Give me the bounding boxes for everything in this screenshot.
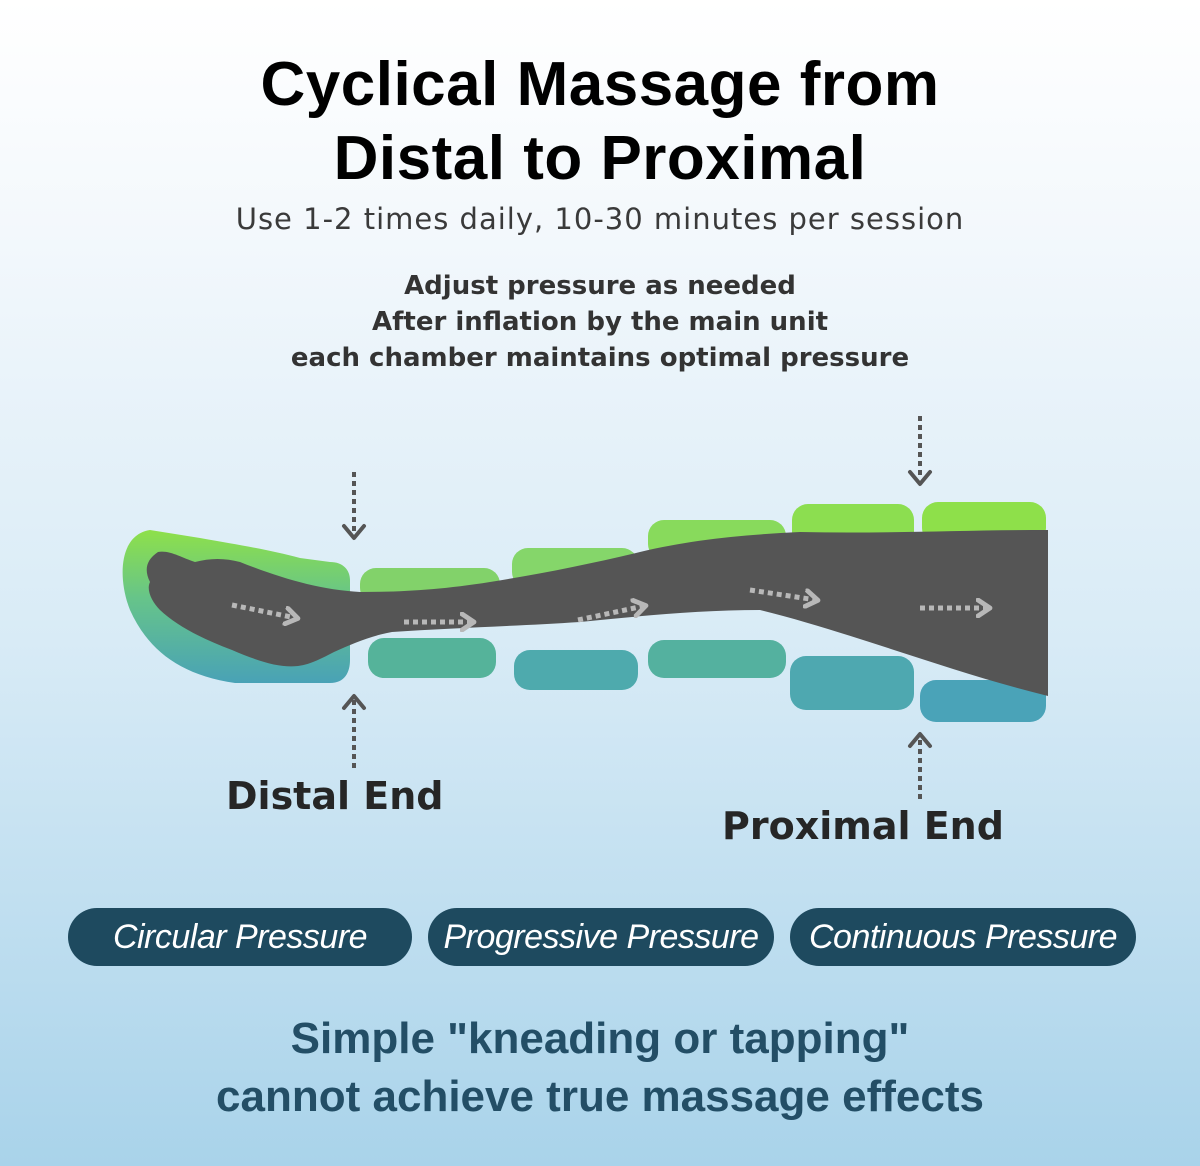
- chamber-bottom-4: [790, 656, 914, 710]
- usage-subtitle: Use 1-2 times daily, 10-30 minutes per s…: [235, 202, 965, 236]
- proximal-end-label: Proximal End: [722, 804, 1004, 848]
- proximal-press-up-arrow: [908, 732, 932, 800]
- press-arrows: [342, 416, 932, 800]
- note-line-2: After inflation by the main unit: [371, 307, 829, 337]
- pressure-type-progressive: Progressive Pressure: [428, 908, 774, 966]
- pressure-type-circular: Circular Pressure: [68, 908, 412, 966]
- page-title: Cyclical Massage from Distal to Proximal: [0, 48, 1200, 196]
- leg-compression-diagram: [122, 416, 1048, 800]
- bottom-line-1: Simple "kneading or tapping": [290, 1014, 910, 1063]
- chamber-bottom-1: [368, 638, 496, 678]
- distal-press-down-arrow: [342, 472, 366, 540]
- distal-press-up-arrow: [342, 694, 366, 768]
- note-line-1: Adjust pressure as needed: [404, 271, 796, 301]
- title-line-1: Cyclical Massage from: [260, 50, 940, 119]
- pressure-type-continuous: Continuous Pressure: [790, 908, 1136, 966]
- leg-silhouette: [146, 530, 1048, 696]
- chamber-bottom-5: [920, 680, 1046, 722]
- bottom-line-2: cannot achieve true massage effects: [216, 1072, 984, 1121]
- flow-arrow-1: [231, 602, 296, 618]
- pressure-notes: Adjust pressure as needed After inflatio…: [0, 268, 1200, 376]
- chamber-bottom-3: [648, 640, 786, 678]
- title-line-2: Distal to Proximal: [333, 124, 867, 193]
- flow-arrow-3: [577, 606, 644, 623]
- note-line-3: each chamber maintains optimal pressure: [290, 343, 910, 373]
- flow-arrows: [231, 587, 988, 623]
- bottom-statement: Simple "kneading or tapping" cannot achi…: [0, 1010, 1200, 1126]
- chamber-bottom-2: [514, 650, 638, 690]
- proximal-press-down-arrow: [908, 416, 932, 486]
- distal-end-label: Distal End: [226, 774, 444, 818]
- flow-arrow-4: [749, 587, 816, 600]
